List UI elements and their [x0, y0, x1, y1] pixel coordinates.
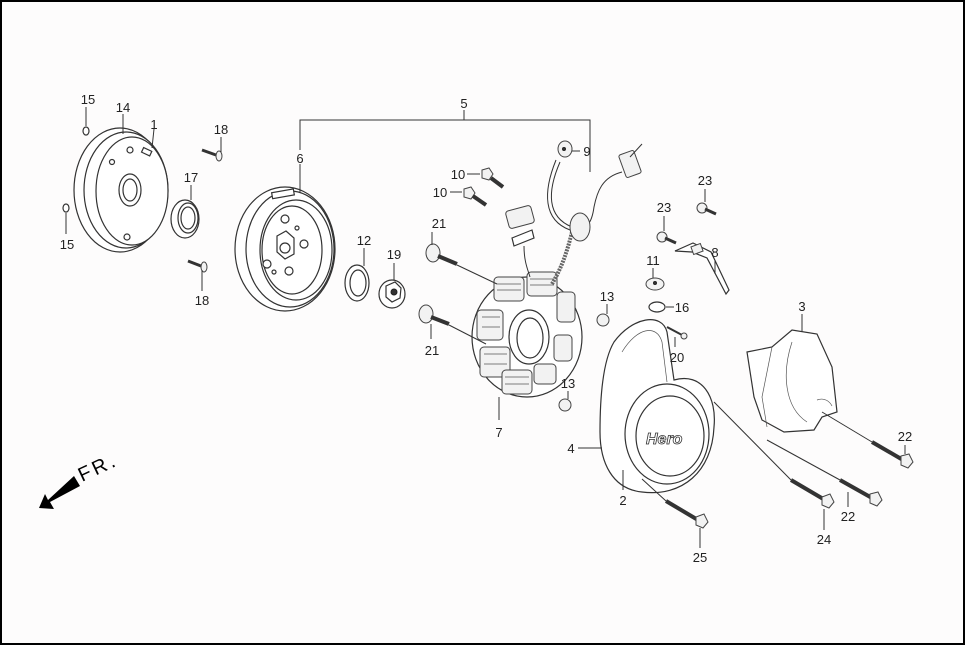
- part-11-plug: [645, 268, 665, 291]
- callout-3: 3: [798, 299, 805, 314]
- callout-8: 8: [711, 245, 718, 260]
- part-22-bolt: [766, 439, 883, 507]
- callout-2: 2: [619, 493, 626, 508]
- callout-24: 24: [817, 532, 831, 547]
- part-16-o-ring: [648, 301, 674, 313]
- callout-21: 21: [432, 216, 446, 231]
- exploded-parts-diagram: Hero: [39, 92, 914, 565]
- callout-19: 19: [387, 247, 401, 262]
- callout-23: 23: [698, 173, 712, 188]
- arrow-down-left-icon: [39, 476, 80, 509]
- callout-15: 15: [81, 92, 95, 107]
- part-8-bracket: [674, 242, 730, 296]
- part-3-cover-shroud: [746, 314, 838, 433]
- part-21-bolt: [425, 232, 498, 285]
- callout-6: 6: [296, 151, 303, 166]
- callout-labels: 1 2 3 4 5 6 7 8 9 10 10 11 12 13 13 14 1…: [60, 92, 912, 565]
- part-21-bolt: [418, 304, 487, 345]
- part-13-dowel-pin: [558, 391, 572, 412]
- part-23-bolt: [656, 216, 677, 245]
- callout-18: 18: [195, 293, 209, 308]
- part-18-screw: [201, 148, 223, 162]
- callout-9: 9: [583, 144, 590, 159]
- callout-10: 10: [451, 167, 465, 182]
- front-direction-indicator: FR.: [39, 449, 121, 509]
- front-label: FR.: [75, 449, 122, 486]
- part-13-dowel-pin: [596, 304, 610, 327]
- part-10-bolt: [450, 186, 488, 207]
- part-15-o-ring: [82, 126, 90, 136]
- part-1-flywheel-cover: [73, 127, 169, 253]
- callout-21: 21: [425, 343, 439, 358]
- callout-17: 17: [184, 170, 198, 185]
- part-25-bolt: [641, 478, 709, 548]
- part-20-bolt: [666, 326, 688, 347]
- callout-25: 25: [693, 550, 707, 565]
- part-12-washer: [344, 264, 370, 302]
- callout-15: 15: [60, 237, 74, 252]
- callout-7: 7: [495, 425, 502, 440]
- callout-13: 13: [600, 289, 614, 304]
- part-17-oil-seal: [170, 199, 200, 239]
- pulser-coil-and-wire-harness: [505, 143, 643, 286]
- callout-20: 20: [670, 350, 684, 365]
- assembly-5-bracket: [299, 110, 591, 193]
- callout-12: 12: [357, 233, 371, 248]
- part-23-bolt: [696, 189, 717, 216]
- part-10-bolt: [467, 167, 505, 189]
- part-19-flange-nut: [378, 279, 406, 309]
- part-18-screw: [187, 259, 208, 273]
- callout-1: 1: [150, 117, 157, 132]
- callout-22: 22: [841, 509, 855, 524]
- part-6-flywheel-rotor: [234, 186, 336, 312]
- callout-18: 18: [214, 122, 228, 137]
- callout-23: 23: [657, 200, 671, 215]
- callout-14: 14: [116, 100, 130, 115]
- hero-logo: Hero: [646, 431, 683, 448]
- callout-5: 5: [460, 96, 467, 111]
- callout-4: 4: [567, 441, 574, 456]
- part-15-o-ring: [62, 203, 70, 213]
- callout-22: 22: [898, 429, 912, 444]
- callout-11: 11: [646, 253, 660, 268]
- part-4-left-crankcase-cover: Hero: [578, 319, 715, 494]
- part-7-stator-coil: [471, 271, 583, 398]
- part-22-bolt: [821, 411, 914, 469]
- callout-13: 13: [561, 376, 575, 391]
- callout-16: 16: [675, 300, 689, 315]
- part-9-grommet: [557, 140, 580, 158]
- callout-10: 10: [433, 185, 447, 200]
- part-24-bolt: [713, 401, 835, 530]
